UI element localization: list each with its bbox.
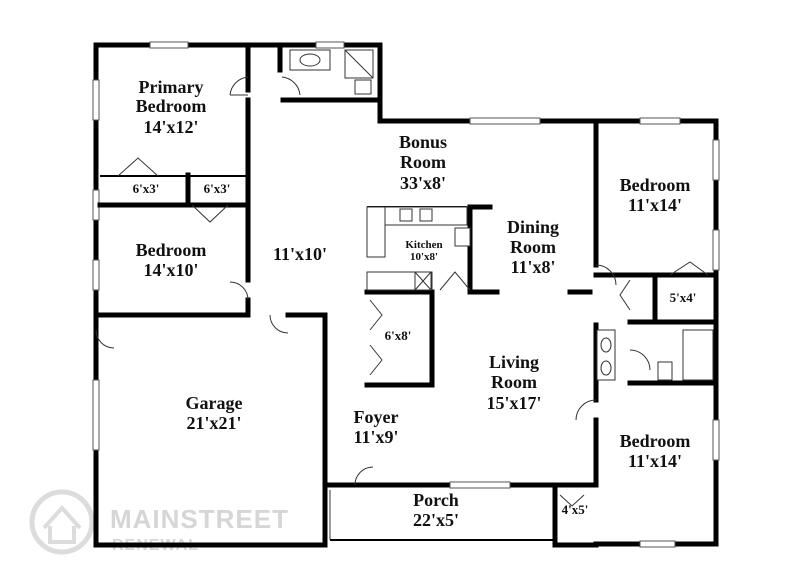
room-kitchen: Kitchen 10'x8' <box>405 239 442 263</box>
room-name-line2: Room <box>510 237 556 257</box>
doors <box>95 76 709 507</box>
room-dims: 11'x14' <box>628 195 682 215</box>
room-closet-a-dims: 6'x3' <box>133 181 160 196</box>
room-dims: 21'x21' <box>186 413 241 433</box>
room-dims: 22'x5' <box>413 510 459 530</box>
room-closet-d-dims: 6'x8' <box>385 328 412 343</box>
room-name-line2: Room <box>400 152 446 172</box>
room-name: Bedroom <box>620 431 691 451</box>
room-name-line1: Primary <box>139 77 204 97</box>
room-dims: 11'x9' <box>353 427 398 447</box>
interior-walls <box>97 47 719 488</box>
windows <box>92 41 720 548</box>
bathtub-icon <box>682 329 714 381</box>
room-dims: 14'x12' <box>143 117 198 137</box>
room-name: Kitchen <box>405 239 442 251</box>
toilet-icon <box>354 79 372 95</box>
room-bedroom-ne: Bedroom 11'x14' <box>620 175 691 215</box>
room-labels: Primary Bedroom 14'x12' 6'x3' 6'x3' Bedr… <box>133 77 697 530</box>
room-bedroom-west: Bedroom 14'x10' <box>136 240 207 280</box>
room-name: Bedroom <box>620 175 691 195</box>
room-bonus-room: Bonus Room 33'x8' <box>399 132 447 193</box>
room-dining-room: Dining Room 11'x8' <box>507 217 559 277</box>
room-primary-bedroom: Primary Bedroom 14'x12' <box>136 77 207 137</box>
room-dims: 14'x10' <box>143 260 198 280</box>
room-name: Foyer <box>354 407 399 427</box>
room-name: Garage <box>186 393 243 413</box>
room-name: Porch <box>413 490 459 510</box>
room-name-line2: Bedroom <box>136 96 207 116</box>
room-dims: 11'x8' <box>510 257 555 277</box>
room-hallway-dims: 11'x10' <box>273 244 327 264</box>
house-logo-icon <box>29 489 95 555</box>
room-foyer: Foyer 11'x9' <box>353 407 398 447</box>
room-dims: 10'x8' <box>410 251 438 263</box>
room-name-line1: Dining <box>507 217 559 237</box>
room-dims: 33'x8' <box>400 173 446 193</box>
room-closet-c-dims: 5'x4' <box>670 290 697 305</box>
room-name-line1: Living <box>489 352 539 372</box>
toilet-icon <box>657 361 673 381</box>
room-name-line1: Bonus <box>399 132 447 152</box>
room-dims: 11'x14' <box>628 451 682 471</box>
room-porch: Porch 22'x5' <box>413 490 459 530</box>
fixtures <box>289 49 714 540</box>
room-garage: Garage 21'x21' <box>186 393 243 433</box>
room-dims: 15'x17' <box>486 393 541 413</box>
room-closet-e-dims: 4'x5' <box>562 502 589 517</box>
room-living-room: Living Room 15'x17' <box>486 352 541 413</box>
room-bedroom-se: Bedroom 11'x14' <box>620 431 691 471</box>
room-closet-b-dims: 6'x3' <box>204 181 231 196</box>
stove-icon <box>454 227 471 247</box>
room-name-line2: Room <box>491 372 537 392</box>
sink-icon <box>399 208 413 222</box>
room-name: Bedroom <box>136 240 207 260</box>
watermark-line1: MAINSTREET <box>110 504 289 534</box>
